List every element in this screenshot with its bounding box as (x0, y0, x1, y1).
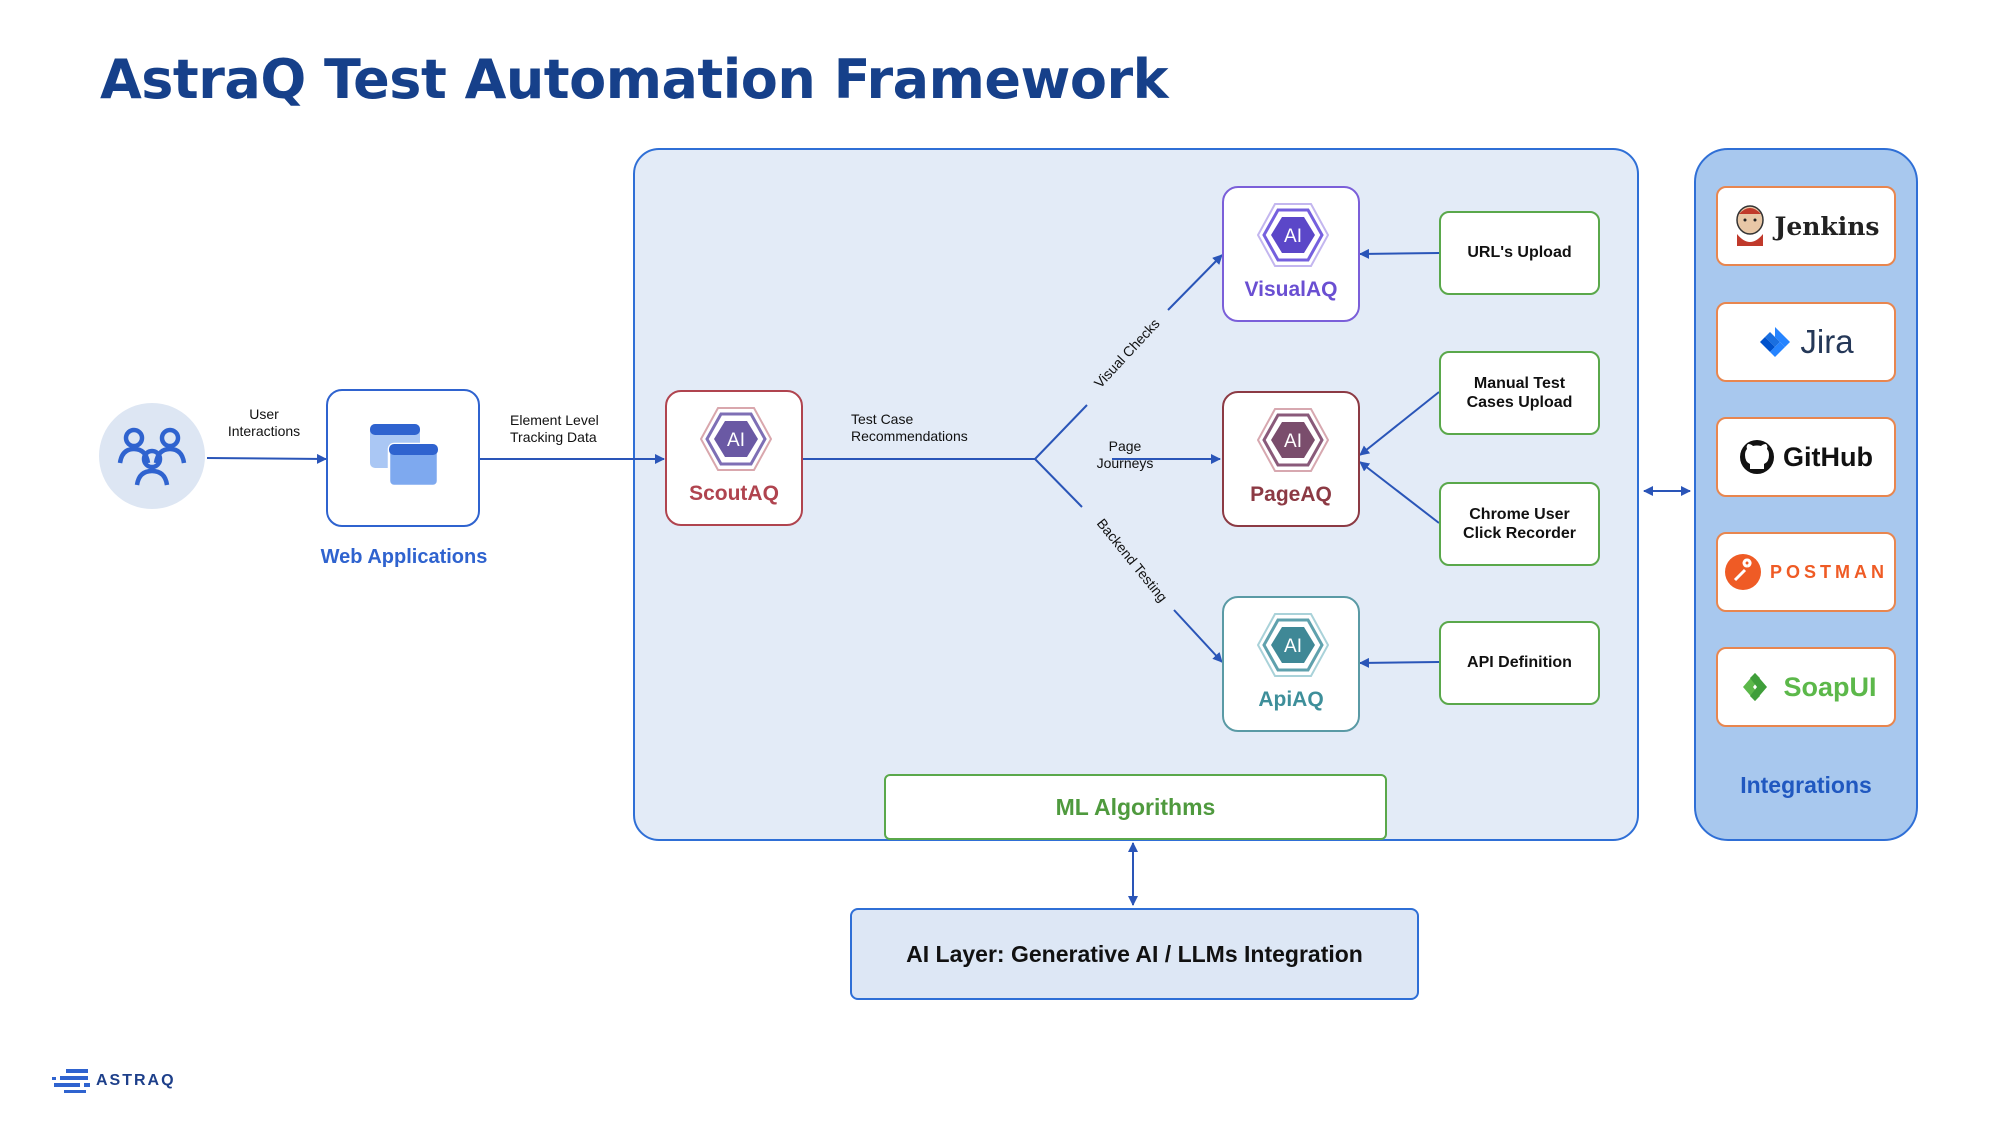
manual-test-upload-box[interactable]: Manual Test Cases Upload (1439, 351, 1600, 435)
arrow-backend-a (1034, 458, 1083, 508)
scoutaq-node[interactable]: AI ScoutAQ (665, 390, 803, 526)
postman-name: POSTMAN (1770, 561, 1888, 582)
arrow-api-def (1359, 657, 1440, 668)
astraq-logo: ASTRAQ (52, 1068, 176, 1094)
jenkins-icon (1735, 205, 1764, 246)
label-user-interactions: User Interactions (227, 406, 301, 439)
astraq-logo-icon (52, 1069, 90, 1093)
ai-hexagon-icon: AI (1257, 408, 1329, 472)
visualaq-label: VisualAQ (1244, 278, 1338, 301)
scoutaq-label: ScoutAQ (689, 482, 779, 505)
svg-text:AI: AI (1284, 636, 1302, 657)
github-name: GitHub (1783, 441, 1873, 472)
label-test-case-recs: Test Case Recommendations (851, 411, 968, 444)
arrow-visual-checks-a (1034, 404, 1088, 460)
svg-text:AI: AI (727, 430, 745, 451)
svg-text:AI: AI (1284, 431, 1302, 452)
arrow-url-visual (1359, 248, 1440, 259)
api-definition-box[interactable]: API Definition (1439, 621, 1600, 705)
integrations-label: Integrations (1740, 772, 1872, 798)
chrome-recorder-box[interactable]: Chrome User Click Recorder (1439, 482, 1600, 566)
integration-jira[interactable]: Jira (1716, 302, 1896, 382)
arrow-backend-b (1173, 609, 1223, 663)
ai-hexagon-icon: AI (1257, 613, 1329, 677)
astraq-logo-text: ASTRAQ (96, 1072, 176, 1089)
apiaq-node[interactable]: AI ApiAQ (1222, 596, 1360, 732)
arrow-chrome-page (1359, 461, 1440, 524)
pageaq-label: PageAQ (1250, 483, 1332, 506)
apiaq-label: ApiAQ (1258, 688, 1324, 711)
postman-icon (1725, 554, 1761, 590)
arrow-manual-page (1359, 391, 1440, 456)
web-app-box (326, 389, 480, 527)
jira-icon (1760, 327, 1791, 357)
ai-layer-box[interactable]: AI Layer: Generative AI / LLMs Integrati… (850, 908, 1419, 1000)
integration-postman[interactable]: POSTMAN (1716, 532, 1896, 612)
pageaq-node[interactable]: AI PageAQ (1222, 391, 1360, 527)
jenkins-name: Jenkins (1774, 211, 1880, 241)
github-icon (1740, 440, 1774, 474)
label-page-journeys: Page Journeys (1096, 438, 1154, 471)
urls-upload-box[interactable]: URL's Upload (1439, 211, 1600, 295)
integration-github[interactable]: GitHub (1716, 417, 1896, 497)
browser-windows-icon (370, 424, 440, 488)
label-element-level: Element Level Tracking Data (510, 412, 599, 445)
visualaq-node[interactable]: AI VisualAQ (1222, 186, 1360, 322)
ml-algorithms-box[interactable]: ML Algorithms (884, 774, 1387, 840)
jira-name: Jira (1800, 323, 1854, 360)
svg-text:AI: AI (1284, 226, 1302, 247)
soapui-icon (1743, 673, 1768, 701)
ai-hexagon-icon: AI (1257, 203, 1329, 267)
ai-hexagon-icon: AI (700, 407, 772, 471)
soapui-name: SoapUI (1783, 671, 1877, 702)
page-title: AstraQ Test Automation Framework (100, 48, 1169, 111)
arrow-visual-checks-b (1167, 254, 1223, 311)
users-icon (99, 403, 205, 509)
web-applications-label: Web Applications (320, 546, 488, 568)
arrow-users-webapp (206, 453, 327, 464)
integration-jenkins[interactable]: Jenkins (1716, 186, 1896, 266)
integration-soapui[interactable]: SoapUI (1716, 647, 1896, 727)
